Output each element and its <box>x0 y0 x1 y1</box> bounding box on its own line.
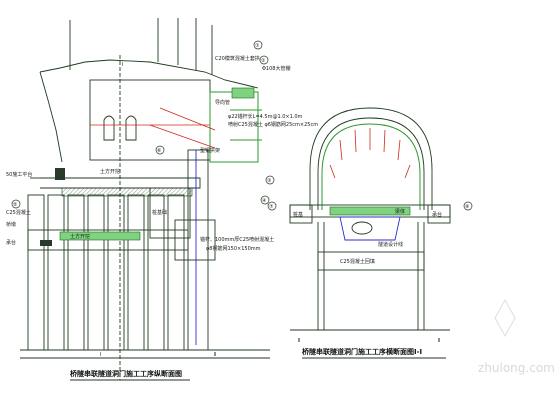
cap-green <box>59 231 141 241</box>
backfill-layer <box>61 187 193 197</box>
longitudinal-section-view: Ⅰ 50施工平台 土方开挖 C25混凝土 桥墩 承台 土方开挖 桩基础 <box>6 18 318 381</box>
title-left: 桥隧串联隧道洞门施工工序纵断面图 <box>70 369 182 378</box>
pile-6 <box>127 194 145 351</box>
step-circle-8 <box>463 201 473 211</box>
pile-4 <box>87 194 105 351</box>
label-mid: 土方开挖 <box>70 233 90 240</box>
pile-2 <box>47 194 65 351</box>
section-mark-bottom-left: Ⅰ <box>100 352 101 358</box>
step-circle-7 <box>267 201 277 211</box>
label-grout1: φ22锚杆长L=4.5m@1.0×1.0m <box>228 113 303 120</box>
left-support <box>289 204 313 224</box>
slope-outline <box>39 59 259 89</box>
tunnel-outer-arch <box>309 107 433 210</box>
label-cap: 承台 <box>6 239 16 246</box>
pile-3 <box>67 194 85 351</box>
pile-1 <box>27 194 45 351</box>
step-circle-1 <box>253 40 263 50</box>
section-mark-bottom-right: Ⅱ <box>214 352 216 358</box>
portal-body <box>89 79 211 161</box>
slope-face <box>39 71 63 163</box>
cross-section-view: 桩基 承台 梁体 隧道设计线 C25混凝土回填 Ⅱ Ⅱ ⑦ ⑧ 桥隧串联隧道洞门… <box>267 107 473 359</box>
step-circle-5 <box>11 199 21 209</box>
portal-window-1 <box>103 115 115 141</box>
tunnel-lining-arch <box>321 123 421 210</box>
step-circle-3 <box>265 175 275 185</box>
label-cross-right: 承台 <box>432 211 442 218</box>
piles-group <box>27 194 185 351</box>
bridge-pier <box>187 149 209 351</box>
step-circle-4 <box>260 195 270 205</box>
pile-8 <box>167 194 185 351</box>
label-pipe: 导向管 <box>215 99 230 106</box>
pier-cap <box>174 219 216 261</box>
girder-void <box>351 221 373 235</box>
tunnel-inner-arch <box>317 117 425 210</box>
label-big-pipe: Φ108大管棚 <box>262 65 290 72</box>
step-5: ⑤ <box>13 202 17 208</box>
step-2: ② <box>261 58 266 64</box>
label-deck: 梁体 <box>395 208 405 215</box>
step-6: ⑥ <box>157 148 162 154</box>
label-pier: 桥墩 <box>6 221 16 228</box>
label-platform: 50施工平台 <box>6 171 32 178</box>
construction-line-3 <box>159 107 216 131</box>
watermark-logo <box>494 298 516 338</box>
watermark-text: zhulong.com <box>478 361 555 375</box>
label-cross-beam: C25混凝土回填 <box>340 258 375 265</box>
cap-block <box>40 240 52 246</box>
label-anchor-step: 桩基础 <box>152 209 167 216</box>
label-arch: C20模筑混凝土套拱 <box>215 55 260 62</box>
watermark: zhulong.com <box>478 298 555 375</box>
label-left-box: C25混凝土 <box>6 209 31 216</box>
label-cross-left: 桩基 <box>293 211 303 218</box>
radial-bolts <box>329 128 411 179</box>
label-tunnel-design: 隧道设计线 <box>378 241 403 248</box>
step-4: ④ <box>262 198 267 204</box>
box-girder <box>339 216 401 241</box>
platform-block <box>55 168 65 180</box>
step-1: ① <box>255 43 260 49</box>
label-steel-frame: 型钢拱架 <box>200 147 220 154</box>
center-box <box>149 187 191 239</box>
step-8: ⑧ <box>465 204 470 210</box>
label-mesh: φ8钢筋网150×150mm <box>206 245 261 252</box>
section-mark-right-left: Ⅱ <box>298 338 300 344</box>
arch-cap <box>231 87 255 99</box>
construction-line-2 <box>149 124 216 149</box>
label-grout2: 喷射C25混凝土 φ6钢筋网25cm×25cm <box>228 121 318 128</box>
step-circle-2 <box>259 55 269 65</box>
portal-window-2 <box>125 115 137 141</box>
step-7: ⑦ <box>269 204 274 210</box>
step-3: ③ <box>267 178 271 184</box>
title-right: 桥隧串联隧道洞门施工工序横断面图Ⅰ-Ⅰ <box>302 347 422 356</box>
label-earthwork: 土方开挖 <box>100 168 120 175</box>
deck-green <box>329 206 411 216</box>
pile-5 <box>107 194 125 351</box>
label-anchor: 锚杆、100mm厚C25喷射混凝土 <box>200 236 274 243</box>
right-support <box>427 204 451 224</box>
step-circle-6 <box>155 145 165 155</box>
section-mark-top: Ⅰ <box>122 62 123 68</box>
section-mark-right-right: Ⅱ <box>438 338 440 344</box>
